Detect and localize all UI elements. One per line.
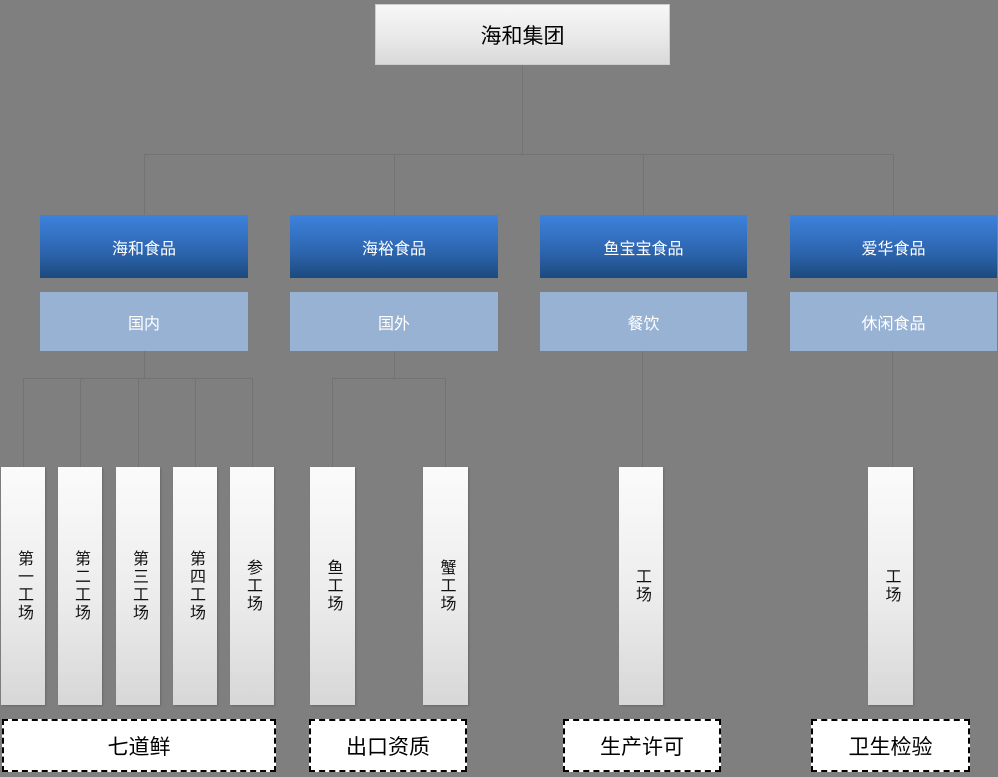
factory-box: 工场 [619, 467, 663, 705]
connector-group1-drop-4 [195, 378, 196, 467]
factory-box: 第一工场 [1, 467, 45, 705]
factory-box: 鱼工场 [310, 467, 355, 705]
market-box: 休闲食品 [790, 292, 997, 351]
subsidiary-box: 鱼宝宝食品 [540, 215, 747, 278]
connector-group1-drop-2 [80, 378, 81, 467]
connector-group2-rail [332, 378, 446, 379]
factory-box: 第二工场 [58, 467, 102, 705]
subsidiary-box: 爱华食品 [790, 215, 997, 278]
connector-group1-drop-5 [252, 378, 253, 467]
connector-group2-stem [394, 351, 395, 378]
connector-drop-group2 [394, 154, 395, 215]
connector-level1-rail [144, 154, 894, 155]
connector-group4-stem [892, 351, 893, 467]
certification-box: 生产许可 [563, 719, 721, 772]
market-box: 国外 [290, 292, 498, 351]
certification-box: 七道鲜 [2, 719, 276, 772]
factory-box: 蟹工场 [423, 467, 468, 705]
connector-drop-group3 [643, 154, 644, 215]
factory-box: 工场 [868, 467, 913, 705]
market-box: 国内 [40, 292, 248, 351]
connector-group1-stem [144, 351, 145, 378]
connector-group1-drop-1 [23, 378, 24, 467]
factory-box: 第四工场 [173, 467, 217, 705]
group-root-box: 海和集团 [375, 4, 670, 65]
connector-group1-rail [23, 378, 252, 379]
connector-group2-drop-1 [332, 378, 333, 467]
subsidiary-box: 海和食品 [40, 215, 248, 278]
connector-group2-drop-2 [445, 378, 446, 467]
market-box: 餐饮 [540, 292, 747, 351]
connector-drop-group1 [144, 154, 145, 215]
connector-group3-stem [642, 351, 643, 467]
connector-root-stem [522, 65, 523, 154]
factory-box: 参工场 [230, 467, 274, 705]
certification-box: 出口资质 [309, 719, 467, 772]
connector-drop-group4 [893, 154, 894, 215]
connector-group1-drop-3 [138, 378, 139, 467]
subsidiary-box: 海裕食品 [290, 215, 498, 278]
certification-box: 卫生检验 [811, 719, 970, 772]
factory-box: 第三工场 [116, 467, 160, 705]
